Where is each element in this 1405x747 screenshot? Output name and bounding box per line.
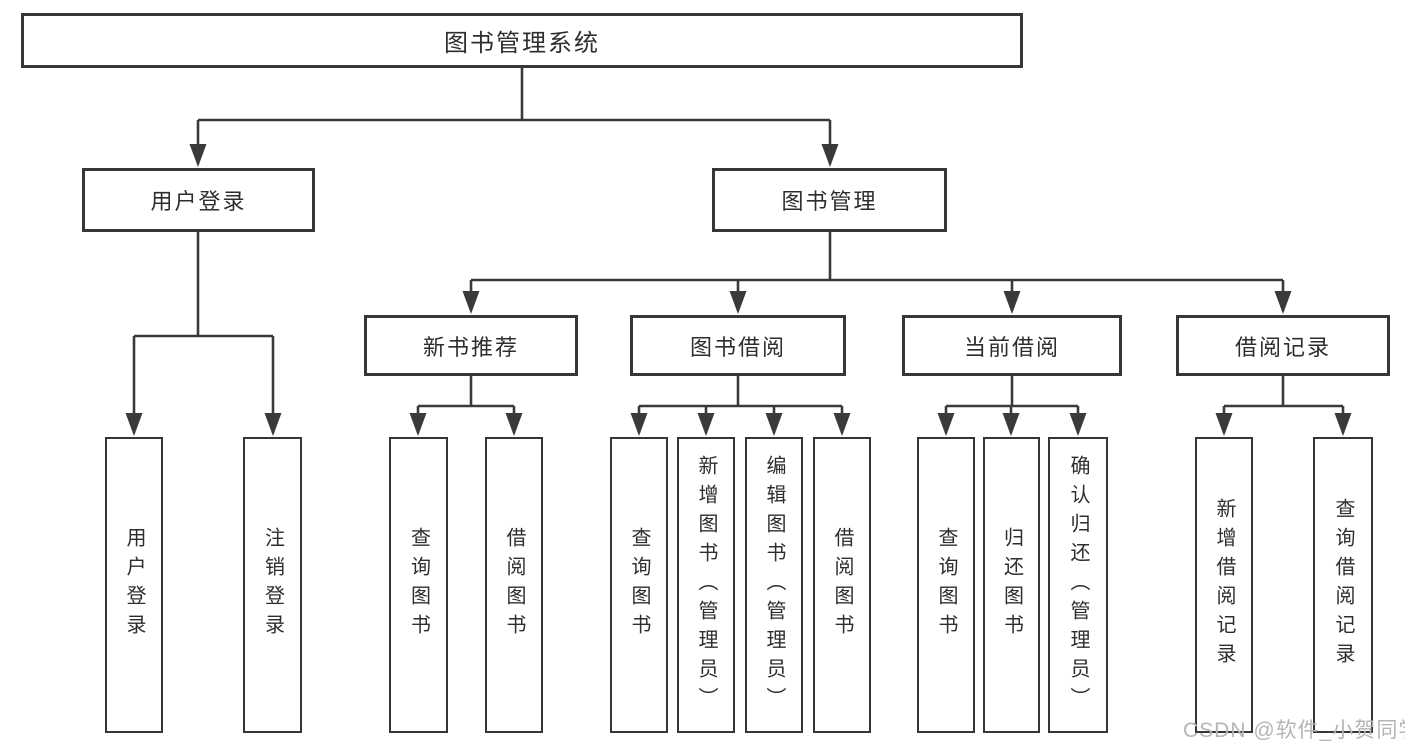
leaf-add-borrow-record: 新增借阅记录 (1195, 437, 1253, 733)
node-current-borrowing: 当前借阅 (902, 315, 1122, 376)
connector-root-to-level2 (196, 68, 832, 164)
node-label: 图书管理系统 (444, 30, 600, 57)
node-label: 查询借阅记录 (1332, 498, 1354, 672)
node-label: 查询图书 (628, 527, 650, 643)
leaf-query-books-borrow: 查询图书 (610, 437, 668, 733)
leaf-confirm-return-admin: 确认归还（管理员） (1048, 437, 1108, 733)
connector-userlogin-to-leaves (132, 232, 275, 433)
node-label: 图书管理 (781, 189, 878, 214)
node-library-management-system: 图书管理系统 (21, 13, 1023, 68)
connector-bookmgmt-to-level3 (469, 232, 1285, 311)
node-label: 新增图书（管理员） (695, 454, 717, 716)
node-book-borrowing: 图书借阅 (630, 315, 846, 376)
node-book-management: 图书管理 (712, 168, 947, 232)
node-label: 用户登录 (150, 189, 247, 214)
connector-newbook-to-leaves (416, 376, 516, 433)
csdn-watermark: CSDN @软件_小贺同学 (1183, 719, 1405, 742)
node-borrowing-records: 借阅记录 (1176, 315, 1390, 376)
node-label: 图书借阅 (689, 334, 786, 360)
node-label: 查询图书 (407, 527, 430, 643)
node-label: 查询图书 (935, 527, 957, 643)
node-label: 用户登录 (123, 527, 145, 643)
node-label: 新增借阅记录 (1213, 498, 1235, 672)
leaf-logout: 注销登录 (243, 437, 302, 733)
node-label: 确认归还（管理员） (1067, 454, 1089, 716)
node-label: 注销登录 (261, 527, 284, 643)
node-label: 编辑图书（管理员） (763, 454, 785, 716)
node-label: 当前借阅 (963, 334, 1060, 360)
connector-bookborrow-to-leaves (637, 376, 844, 433)
leaf-user-login: 用户登录 (105, 437, 163, 733)
leaf-borrow-books: 借阅图书 (813, 437, 871, 733)
leaf-query-books-current: 查询图书 (917, 437, 975, 733)
node-label: 借阅图书 (503, 527, 525, 643)
leaf-query-borrow-record: 查询借阅记录 (1313, 437, 1373, 733)
node-label: 新书推荐 (422, 334, 519, 360)
leaf-return-book: 归还图书 (983, 437, 1040, 733)
node-label: 归还图书 (1000, 527, 1023, 643)
leaf-add-book-admin: 新增图书（管理员） (677, 437, 735, 733)
leaf-borrow-books-recommend: 借阅图书 (485, 437, 543, 733)
leaf-query-books-recommend: 查询图书 (389, 437, 448, 733)
arrowheads (125, 144, 1352, 436)
connector-borrowrecord-to-leaves (1222, 376, 1345, 433)
node-label: 借阅图书 (831, 527, 853, 643)
node-user-login: 用户登录 (82, 168, 315, 232)
leaf-edit-book-admin: 编辑图书（管理员） (745, 437, 803, 733)
node-label: 借阅记录 (1234, 334, 1331, 360)
node-new-book-recommendation: 新书推荐 (364, 315, 578, 376)
